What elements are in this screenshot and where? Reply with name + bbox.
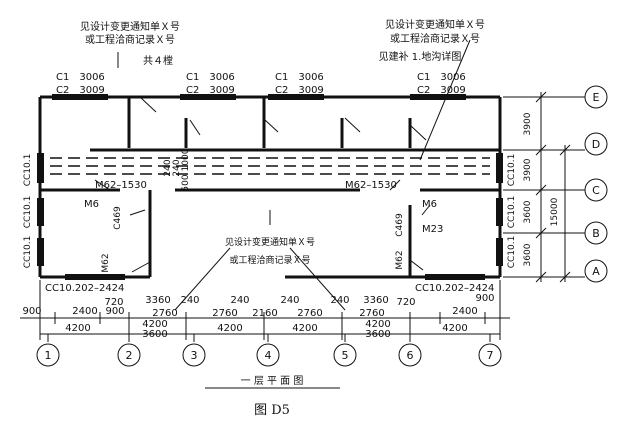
label-c1-4: C1 3006 xyxy=(417,72,466,83)
note-mid-1: 见设计变更通知单Ｘ号 xyxy=(225,236,315,248)
note-top-right-2: 或工程洽商记录Ｘ号 xyxy=(390,32,480,45)
label-m62-1530-right: M62–1530 xyxy=(345,180,397,191)
axis-col-5: 5 xyxy=(342,349,349,362)
corridor-dim-3: 1000 xyxy=(181,148,191,171)
note-top-left-1: 见设计变更通知单Ｘ号 xyxy=(80,20,180,33)
interior-walls xyxy=(40,97,500,277)
right-dim-4: 3600 xyxy=(523,243,533,266)
label-c1-2: C1 3006 xyxy=(186,72,235,83)
dim-b-1: 3360 xyxy=(145,295,170,306)
axis-row-c: C xyxy=(592,184,600,197)
dim-a-1: 2400 xyxy=(72,306,97,317)
dim-a-0: 900 xyxy=(22,306,41,317)
axis-col-3: 3 xyxy=(191,349,198,362)
label-c2-3: C2 3009 xyxy=(275,85,324,96)
dim-c-1: 2760 xyxy=(212,308,237,319)
right-dim-total: 15000 xyxy=(550,197,560,226)
label-cc102-right: CC10.202–2424 xyxy=(415,283,494,294)
figure-caption: 图 D5 xyxy=(254,403,290,418)
dim-d-0: 4200 xyxy=(65,323,90,334)
dim-d-5: 3600 xyxy=(365,329,390,340)
corridor-trench xyxy=(50,157,490,175)
label-c2-1: C2 3009 xyxy=(56,85,105,96)
axis-row-b: B xyxy=(592,227,600,240)
dim-d-6: 4200 xyxy=(365,319,390,330)
dim-d-4: 3600 xyxy=(142,329,167,340)
label-cc101-r3: CC10.1 xyxy=(507,236,517,269)
corridor-dim-2: 240 xyxy=(172,159,182,176)
dim-b-6: 3360 xyxy=(363,295,388,306)
label-m62-right: M62 xyxy=(395,250,405,269)
dim-b-2: 240 xyxy=(180,295,199,306)
axis-bubbles xyxy=(36,85,608,367)
top-windows xyxy=(52,94,466,100)
dim-d-7: 4200 xyxy=(442,323,467,334)
axis-row-d: D xyxy=(592,138,600,151)
axis-row-a: A xyxy=(592,265,600,278)
axis-col-4: 4 xyxy=(265,349,272,362)
label-c2-4: C2 3009 xyxy=(417,85,466,96)
label-cc102-left: CC10.202–2424 xyxy=(45,283,124,294)
right-dim-2: 3900 xyxy=(523,158,533,181)
label-m6-right: M6 xyxy=(422,199,437,210)
dim-a-2: 900 xyxy=(105,306,124,317)
label-c469-left: C469 xyxy=(113,206,123,230)
label-m62-1530-left: M62–1530 xyxy=(95,180,147,191)
leader-lines xyxy=(117,39,471,311)
axis-col-6: 6 xyxy=(407,349,414,362)
corridor-dim-1: 240 xyxy=(163,159,173,176)
plan-title: 一 层 平 面 图 xyxy=(241,375,304,387)
note-top-left-3: 共４樘 xyxy=(143,54,173,67)
axis-col-7: 7 xyxy=(487,349,494,362)
axis-col-1: 1 xyxy=(45,349,52,362)
label-cc101-l2: CC10.1 xyxy=(23,196,33,229)
right-dim-1: 3900 xyxy=(523,112,533,135)
label-cc101-l3: CC10.1 xyxy=(23,236,33,269)
label-c2-2: C2 3009 xyxy=(186,85,235,96)
right-dim-lines xyxy=(503,91,575,283)
dim-b-4: 240 xyxy=(280,295,299,306)
label-c1-3: C1 3006 xyxy=(275,72,324,83)
bottom-dim-lines xyxy=(20,280,510,340)
note-top-left-2: 或工程洽商记录Ｘ号 xyxy=(85,33,175,46)
dim-b-5: 240 xyxy=(330,295,349,306)
dim-d-3: 4200 xyxy=(292,323,317,334)
label-c1-1: C1 3006 xyxy=(56,72,105,83)
dim-c-4: 2760 xyxy=(359,308,384,319)
axis-row-e: E xyxy=(593,91,600,104)
dim-c-0: 2760 xyxy=(152,308,177,319)
note-mid-2: 或工程洽商记录Ｘ号 xyxy=(229,254,310,266)
label-c469-right: C469 xyxy=(395,213,405,237)
label-m6-left: M6 xyxy=(84,199,99,210)
right-dim-3: 3600 xyxy=(523,200,533,223)
door-swings xyxy=(94,96,431,273)
note-top-right-3: 见建补 1.地沟详图 xyxy=(379,50,462,63)
dim-c-3: 2760 xyxy=(297,308,322,319)
axis-leaders xyxy=(47,96,585,342)
dim-d-2: 4200 xyxy=(217,323,242,334)
dim-b-0: 720 xyxy=(104,297,123,308)
axis-col-2: 2 xyxy=(126,349,133,362)
note-top-right-1: 见设计变更通知单Ｘ号 xyxy=(385,18,485,31)
dim-d-1: 4200 xyxy=(142,319,167,330)
corridor-dim-4: 500 xyxy=(181,174,191,191)
dim-b-3: 240 xyxy=(230,295,249,306)
label-cc101-r2: CC10.1 xyxy=(507,196,517,229)
dim-c-2: 2160 xyxy=(252,308,277,319)
label-cc101-r1: CC10.1 xyxy=(507,154,517,187)
side-windows xyxy=(37,153,503,280)
label-cc101-l1: CC10.1 xyxy=(23,154,33,187)
dim-b-7: 720 xyxy=(396,297,415,308)
dim-a-3: 2400 xyxy=(452,306,477,317)
label-m23: M23 xyxy=(422,224,443,235)
dim-a-top-right: 900 xyxy=(475,293,494,304)
label-m62-left: M62 xyxy=(101,253,111,272)
